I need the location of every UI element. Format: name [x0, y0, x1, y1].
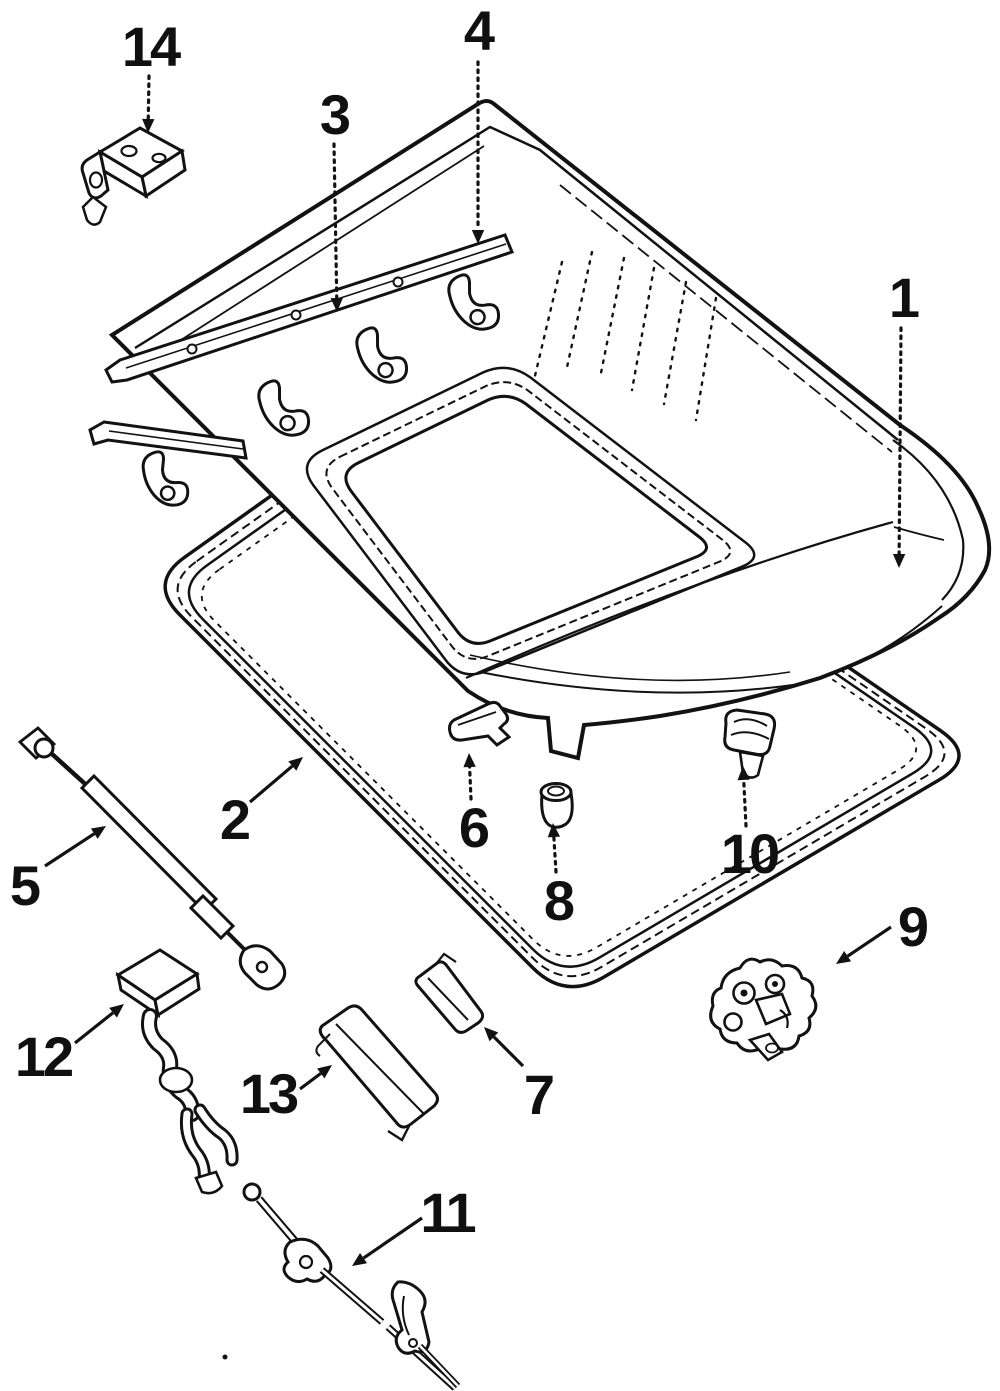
callout-arrow-line: [332, 142, 339, 300]
stopper-bracket-art: [450, 702, 510, 745]
callout-number: 3: [320, 83, 350, 146]
callout-arrowhead-icon: [142, 118, 155, 133]
stray-dot: [222, 1354, 228, 1360]
callout-arrow-line: [44, 832, 96, 868]
stopper-grommet-art: [541, 784, 572, 828]
callout-number: 4: [464, 0, 495, 62]
callout-8[interactable]: 8: [544, 823, 577, 932]
callout-number: 13: [240, 1062, 298, 1125]
callout-arrow-line: [846, 925, 892, 958]
callout-number: 1: [889, 266, 919, 329]
callout-arrow-line: [492, 1035, 525, 1068]
callout-13[interactable]: 13: [240, 1062, 332, 1125]
callout-arrow-line: [248, 764, 294, 804]
callout-arrowhead-icon: [463, 753, 476, 768]
callout-arrow-line: [897, 326, 903, 556]
callout-number: 9: [898, 895, 928, 958]
callout-9[interactable]: 9: [836, 895, 931, 964]
callout-arrow-line: [742, 778, 748, 828]
callout-arrowhead-icon: [90, 826, 106, 839]
callout-arrow-line: [146, 74, 151, 121]
callout-arrow-line: [468, 765, 473, 801]
callout-number: 2: [220, 788, 249, 851]
callout-arrowhead-icon: [352, 1252, 368, 1266]
callout-10[interactable]: 10: [721, 766, 781, 885]
hinge-hook-icon: [351, 326, 413, 385]
callout-number: 6: [459, 796, 489, 859]
callout-number: 7: [524, 1063, 553, 1126]
callout-number: 5: [10, 854, 40, 917]
callout-arrow-line: [552, 835, 558, 874]
callout-arrow-line: [362, 1216, 423, 1260]
callout-arrowhead-icon: [484, 1027, 499, 1042]
callout-3[interactable]: 3: [320, 83, 353, 312]
callout-7[interactable]: 7: [484, 1027, 556, 1126]
callout-arrowhead-icon: [892, 553, 906, 568]
glass-reflection-marks: [534, 252, 716, 420]
callout-number: 10: [721, 822, 778, 885]
callout-12[interactable]: 12: [15, 1004, 124, 1088]
callout-arrowhead-icon: [836, 951, 852, 964]
callout-5[interactable]: 5: [10, 826, 106, 917]
release-cable-art: [222, 1184, 459, 1388]
callout-1[interactable]: 1: [889, 266, 922, 568]
callout-arrow-line: [299, 1072, 322, 1091]
callout-number: 14: [122, 15, 181, 78]
mount-bracket-art: [82, 128, 185, 225]
license-trim-art: [316, 1006, 437, 1140]
callout-11[interactable]: 11: [352, 1181, 478, 1266]
callout-arrowhead-icon: [330, 297, 343, 312]
trim-clip-art: [725, 710, 775, 778]
callout-number: 8: [544, 869, 574, 932]
callout-arrowhead-icon: [288, 757, 303, 771]
striker-plate-art: [416, 954, 483, 1032]
hinge-hook-icon: [134, 449, 197, 509]
callout-arrowhead-icon: [737, 766, 750, 781]
hinge-hook-icon: [253, 379, 315, 438]
hinge-rail-left-art: [90, 422, 246, 509]
callout-number: 11: [420, 1181, 475, 1244]
callout-14[interactable]: 14: [122, 15, 184, 133]
callout-arrowhead-icon: [317, 1065, 332, 1079]
lock-assembly-art: [711, 959, 816, 1060]
hinge-rail-art: [106, 235, 512, 438]
callout-2[interactable]: 2: [220, 757, 303, 851]
callout-arrowhead-icon: [547, 823, 561, 838]
callout-arrowhead-icon: [109, 1004, 124, 1018]
liftgate-panel-art: [112, 101, 989, 758]
lock-cylinder-art: [118, 950, 232, 1193]
callout-arrowhead-icon: [471, 230, 485, 244]
callout-number: 12: [15, 1025, 72, 1088]
callout-arrow-line: [74, 1011, 115, 1045]
hinge-hook-icon: [443, 273, 505, 332]
lift-support-strut-art: [20, 728, 285, 989]
callout-6[interactable]: 6: [459, 753, 492, 859]
